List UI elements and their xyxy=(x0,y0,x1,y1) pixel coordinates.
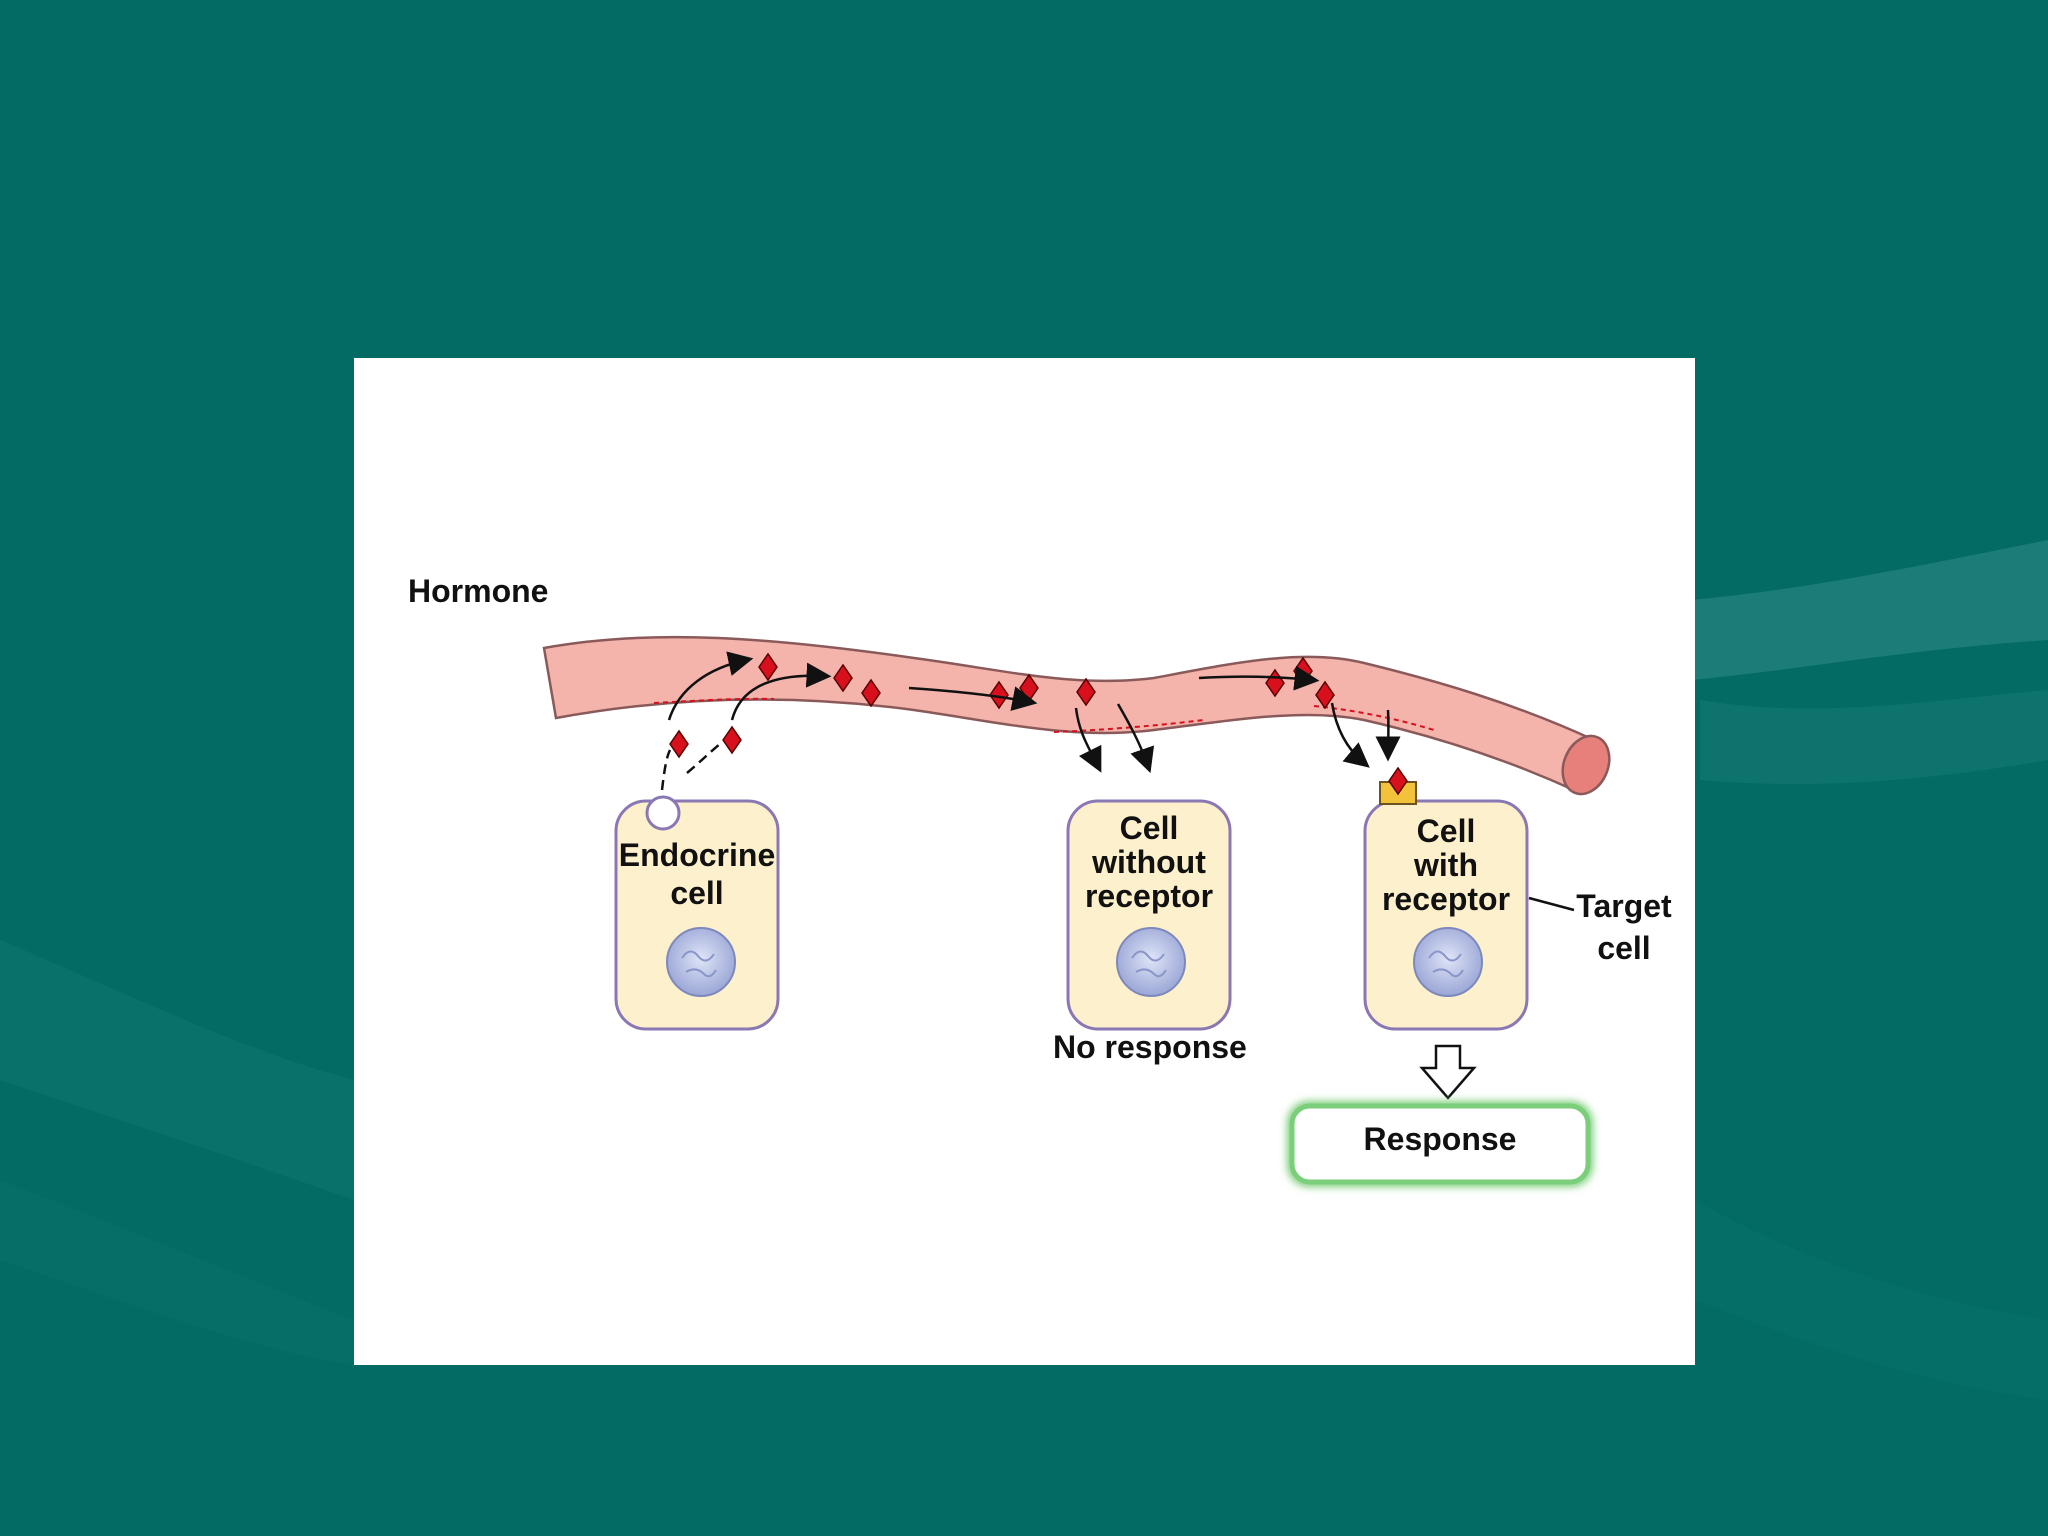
vessel-opening xyxy=(1561,734,1611,796)
hormone-molecule xyxy=(1315,680,1335,710)
nucleus xyxy=(666,927,736,997)
cell-with-receptor xyxy=(1363,799,1529,1031)
hormone-molecule xyxy=(1076,677,1096,707)
arrow-diffuse-out xyxy=(1116,703,1155,774)
chromatin xyxy=(681,950,717,978)
response-arrow xyxy=(1419,1044,1477,1100)
response-box xyxy=(1289,1103,1591,1185)
arrow-bloodstream xyxy=(908,686,1038,711)
hormone-molecule xyxy=(758,652,778,682)
nucleus xyxy=(1116,927,1186,997)
chromatin xyxy=(1428,950,1464,978)
endocrine-cell-label: Endocrine cell xyxy=(618,837,776,911)
endocrine-signaling-diagram xyxy=(542,635,1611,1187)
cell-without-receptor xyxy=(1066,799,1232,1031)
hormone-molecule xyxy=(861,678,881,708)
secretion-path xyxy=(660,749,672,791)
no-response-label: No response xyxy=(1053,1029,1247,1065)
secretory-vesicle xyxy=(645,795,681,831)
chromatin xyxy=(1131,950,1167,978)
bound-hormone-molecule xyxy=(1388,766,1408,796)
arrow-secretion xyxy=(667,651,754,721)
target-cell-leader xyxy=(1528,896,1575,912)
vessel-wall-dashes xyxy=(1313,705,1435,731)
hormone-molecule xyxy=(833,663,853,693)
response-label: Response xyxy=(1363,1121,1517,1157)
arrow-diffuse-out xyxy=(1074,707,1102,773)
nucleus xyxy=(1413,927,1483,997)
blood-vessel xyxy=(542,635,1596,793)
arrow-secretion xyxy=(730,662,832,721)
target-cell-label: Target cell xyxy=(1576,888,1672,966)
diagram-panel: Hormone Endocrine cell Cell without rece… xyxy=(354,358,1695,1365)
endocrine-cell xyxy=(614,799,780,1031)
cell-without-receptor-label: Cell without receptor xyxy=(1084,810,1214,914)
vessel-wall-dashes xyxy=(1053,719,1205,733)
hormone-label: Hormone xyxy=(408,573,549,609)
cell-with-receptor-label: Cell with receptor xyxy=(1381,813,1511,917)
hormone-molecule xyxy=(722,725,742,755)
arrow-diffuse-out xyxy=(1330,702,1370,768)
hormone-molecule xyxy=(669,729,689,759)
arrow-bloodstream xyxy=(1198,665,1320,691)
vessel-wall-dashes xyxy=(653,697,775,704)
hormone-molecule xyxy=(989,680,1009,710)
secretion-path xyxy=(686,743,721,774)
